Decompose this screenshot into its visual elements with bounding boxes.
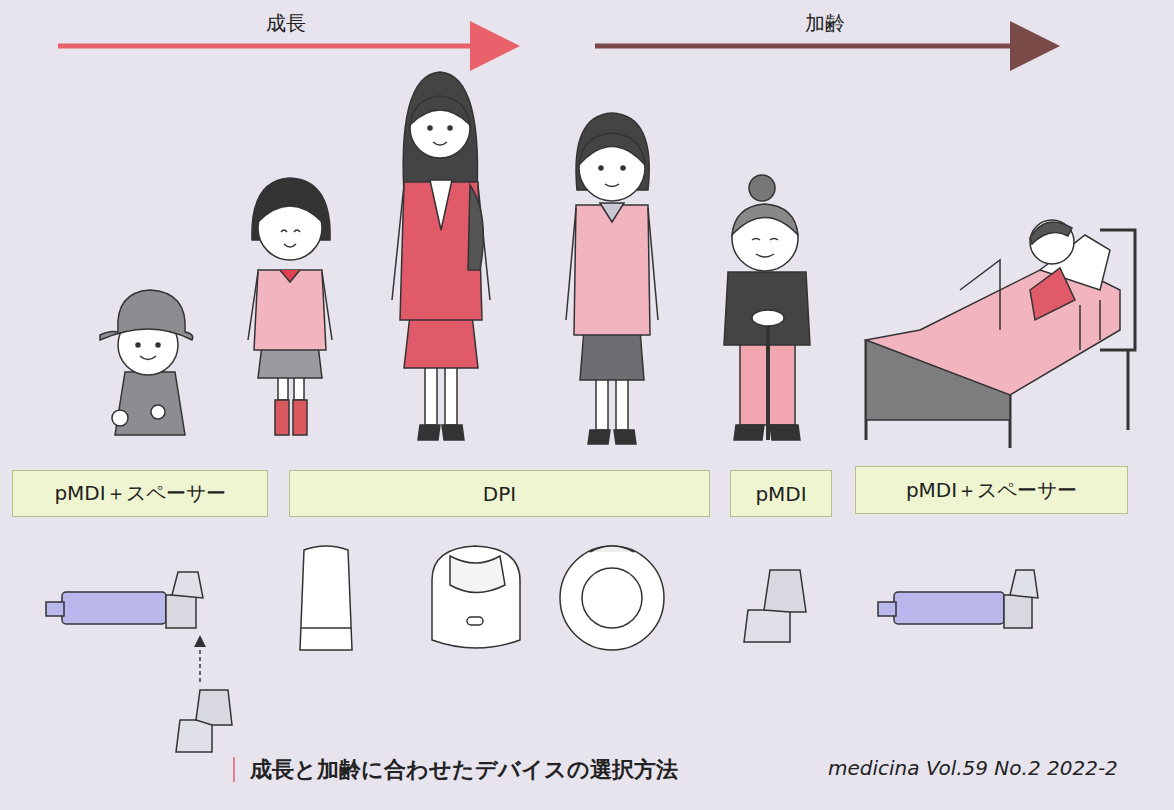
device-band: pMDI＋スペーサー	[855, 466, 1128, 514]
device-band: pMDI	[730, 470, 832, 517]
dpi-round-device	[560, 546, 664, 650]
device-label: pMDI	[755, 482, 806, 506]
caption-bar	[234, 757, 235, 782]
device-band: DPI	[289, 470, 710, 517]
middle-aged-woman-figure	[566, 113, 658, 444]
growth-arrow	[58, 46, 510, 47]
device-band: pMDI＋スペーサー	[12, 470, 268, 517]
pmdi-inhaler	[744, 570, 806, 642]
device-label: pMDI＋スペーサー	[54, 480, 225, 507]
dpi-disc-device	[432, 546, 520, 648]
growth-label: 成長	[266, 10, 306, 37]
elderly-woman-figure	[724, 175, 810, 440]
caption: 成長と加齢に合わせたデバイスの選択方法	[250, 755, 678, 785]
toddler-figure	[100, 290, 193, 435]
dpi-cylinder-device	[300, 546, 352, 650]
device-label: DPI	[483, 482, 516, 506]
young-woman-figure	[392, 72, 490, 440]
aging-label: 加齢	[805, 10, 845, 37]
pmdi-spacer-device	[46, 572, 203, 628]
schoolgirl-figure	[248, 178, 332, 435]
aging-arrow	[595, 46, 1050, 47]
pmdi-inhaler	[176, 690, 232, 752]
bedridden-figure	[866, 220, 1135, 448]
pmdi-spacer-device	[878, 570, 1038, 628]
dashed-attach-arrow	[200, 638, 201, 682]
device-label: pMDI＋スペーサー	[906, 477, 1077, 504]
source-label: medicina Vol.59 No.2 2022-2	[828, 756, 1118, 780]
